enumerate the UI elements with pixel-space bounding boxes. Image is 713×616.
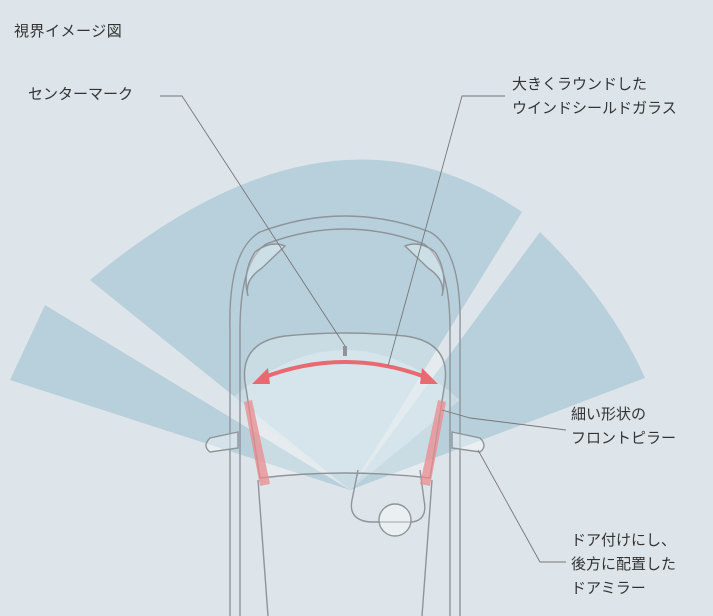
- label-front-pillar-line2: フロントピラー: [571, 429, 677, 447]
- leader-mirror: [477, 449, 566, 563]
- front-pillars: [244, 400, 446, 486]
- seat: [350, 469, 426, 523]
- headlight-right: [403, 243, 445, 297]
- label-front-pillar: 細い形状の フロントピラー: [571, 402, 676, 450]
- label-center-mark-text: センターマーク: [28, 85, 134, 103]
- diagram-title: 視界イメージ図: [14, 22, 123, 40]
- label-windshield: 大きくラウンドした ウインドシールドガラス: [512, 72, 677, 120]
- fov-left-sector: [10, 305, 350, 490]
- cabin-right: [421, 479, 433, 616]
- leader-lines: [160, 95, 567, 563]
- field-of-view: [10, 159, 645, 490]
- label-front-pillar-line1: 細い形状の: [571, 405, 647, 423]
- pillar-left: [244, 400, 270, 486]
- leader-center-mark: [160, 95, 346, 347]
- label-windshield-line1: 大きくラウンドした: [512, 75, 648, 93]
- car-body: [229, 215, 461, 616]
- leader-windshield: [387, 95, 505, 367]
- label-door-mirror-line1: ドア付けにし、: [571, 531, 677, 549]
- headlight-left: [245, 243, 287, 297]
- fov-center-glow: [230, 350, 460, 490]
- fov-main-sector: [90, 159, 522, 490]
- arrow-head-left: [252, 368, 270, 384]
- label-door-mirror-line2: 後方に配置した: [571, 555, 677, 573]
- door-mirror-left: [205, 431, 239, 453]
- cabin-left: [257, 479, 269, 616]
- center-mark: [343, 346, 347, 356]
- label-door-mirror-line3: ドアミラー: [571, 579, 646, 597]
- label-door-mirror: ドア付けにし、 後方に配置した ドアミラー: [571, 528, 676, 600]
- leader-pillar: [441, 409, 567, 431]
- label-windshield-line2: ウインドシールドガラス: [512, 99, 677, 117]
- door-mirror-right: [451, 431, 485, 453]
- pillar-right: [420, 400, 446, 486]
- arrow-head-right: [420, 368, 438, 384]
- arrow-curve: [261, 360, 429, 380]
- label-center-mark: センターマーク: [28, 82, 133, 106]
- driver-head: [378, 503, 412, 537]
- windshield-arrow: [252, 360, 438, 384]
